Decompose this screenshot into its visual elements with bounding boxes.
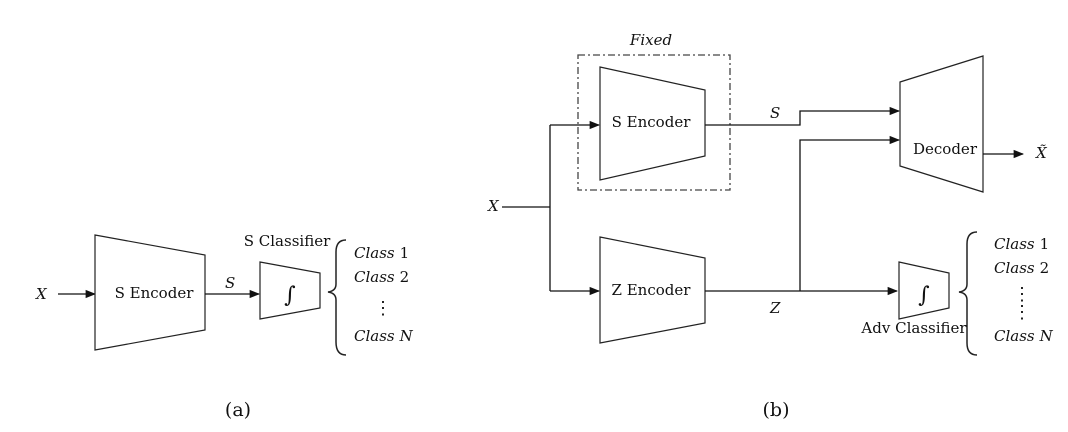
fixed-dashed-box-b xyxy=(577,54,731,191)
edge-s-label-b: S xyxy=(770,104,780,122)
output-xtilde-label-b: X̃ xyxy=(1035,144,1048,162)
z-encoder-label-b: Z Encoder xyxy=(612,281,692,299)
class-brace-b xyxy=(958,231,978,356)
edge-s-label-a: S xyxy=(225,274,235,292)
arrow-s-to-decoder-b xyxy=(705,106,901,126)
fixed-label-b: Fixed xyxy=(629,31,672,49)
input-x-label-a: X xyxy=(35,285,48,303)
ellipsis-b-lower: ⋮ xyxy=(1013,302,1031,323)
class-brace-a xyxy=(327,239,347,356)
adv-classifier-block-b xyxy=(898,261,950,320)
decoder-block-b xyxy=(899,55,984,193)
caption-a: (a) xyxy=(225,399,251,421)
s-encoder-label-a: S Encoder xyxy=(115,284,195,302)
integral-icon-a: ∫ xyxy=(284,283,296,308)
caption-b: (b) xyxy=(763,399,790,421)
s-encoder-block-a xyxy=(94,234,206,351)
decoder-label-b: Decoder xyxy=(913,140,978,158)
ellipsis-b-upper: ⋮ xyxy=(1013,284,1031,305)
diagram-b: X Fixed S Encoder Z Encoder S Z Decoder … xyxy=(487,31,1054,421)
input-x-label-b: X xyxy=(487,197,500,215)
s-encoder-block-b xyxy=(599,66,706,181)
adv-classifier-title-b: Adv Classifier xyxy=(860,319,967,337)
s-classifier-title-a: S Classifier xyxy=(244,232,331,250)
s-classifier-block-a xyxy=(259,261,321,320)
s-encoder-label-b: S Encoder xyxy=(612,113,692,131)
integral-icon-b: ∫ xyxy=(918,283,930,308)
edge-z-label-b: Z xyxy=(769,299,781,317)
ellipsis-a: ⋮ xyxy=(374,298,392,319)
arrow-z-to-decoder-b xyxy=(799,135,901,291)
z-encoder-block-b xyxy=(599,236,706,344)
